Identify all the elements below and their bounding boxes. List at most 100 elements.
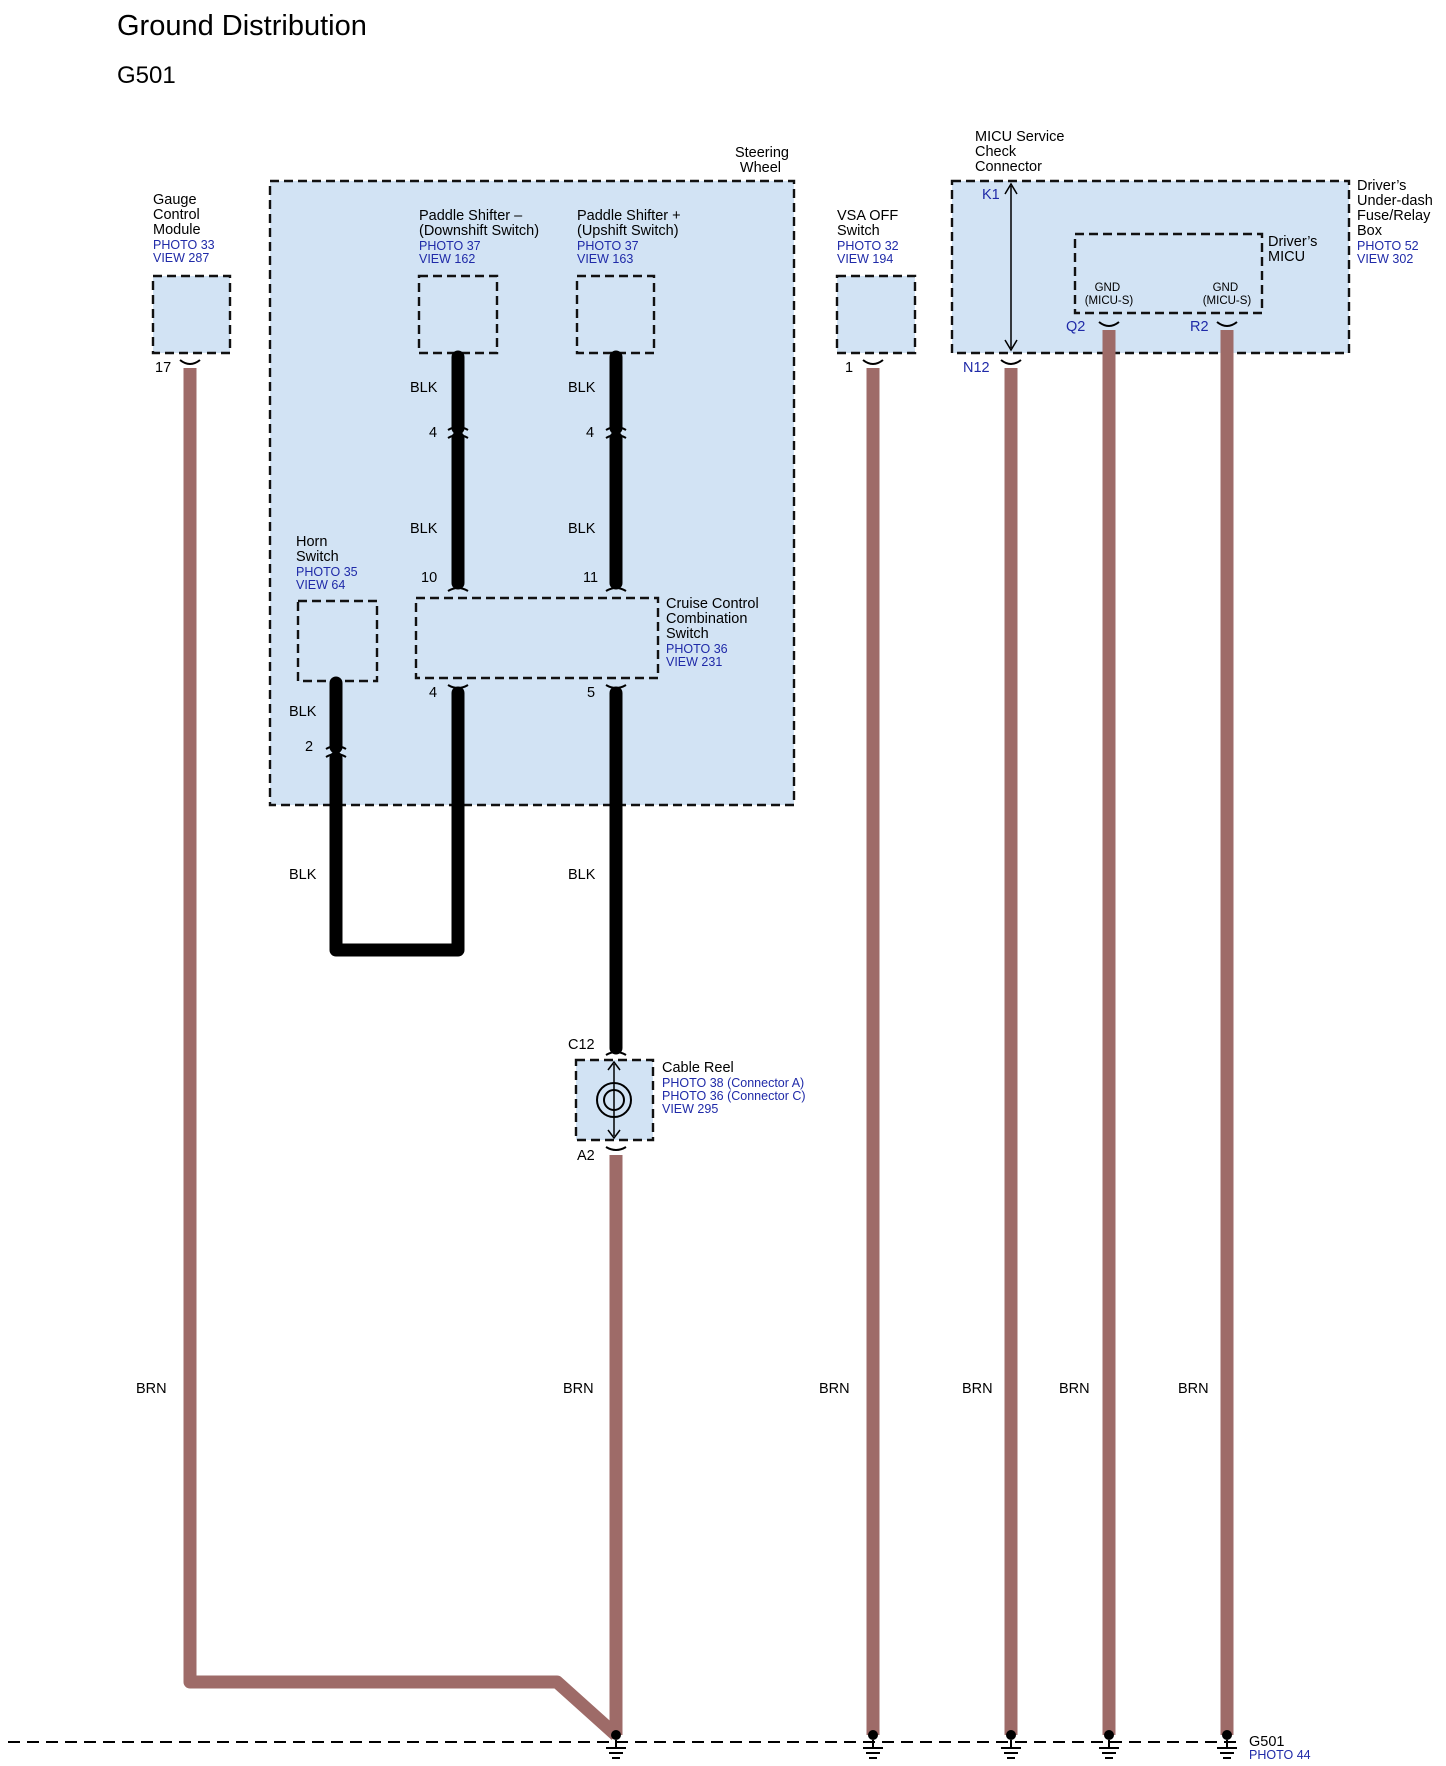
pin-k1: K1 <box>982 187 1000 203</box>
paddle-upshift-view-ref: VIEW 163 <box>577 252 633 266</box>
pin-2: 2 <box>305 739 313 755</box>
vsa-view-ref: VIEW 194 <box>837 252 893 266</box>
connector-vsa-1 <box>862 359 884 365</box>
connector-cruise-5 <box>605 684 627 689</box>
connector-cruise-11 <box>605 587 627 592</box>
cable-reel-photo-a-ref: PHOTO 38 (Connector A) <box>662 1076 804 1090</box>
brn-label: BRN <box>962 1381 993 1397</box>
gauge-photo-ref: PHOTO 33 <box>153 238 215 252</box>
wire-color-labels: BLK BLK BLK BLK BLK BLK BLK BRN BRN BRN … <box>136 380 1209 1397</box>
connector-cruise-4 <box>447 684 469 689</box>
connector-horn-2-bot <box>325 753 347 758</box>
fuse-box-view-ref: VIEW 302 <box>1357 252 1413 266</box>
paddle-downshift-label: Paddle Shifter – (Downshift Switch) <box>419 208 539 239</box>
ground-icon <box>1001 1730 1021 1759</box>
pin-r2: R2 <box>1190 319 1209 335</box>
brn-wires <box>183 330 1234 1740</box>
blk-label: BLK <box>568 380 596 396</box>
micu-gnd-r2-label: GND (MICU-S) <box>1203 282 1252 307</box>
ground-icon <box>863 1730 883 1759</box>
paddle-upshift-label: Paddle Shifter + (Upshift Switch) <box>577 208 685 239</box>
micu-service-connector-label: MICU Service Check Connector <box>975 129 1068 175</box>
brn-label: BRN <box>1178 1381 1209 1397</box>
pin-17: 17 <box>155 360 171 376</box>
blk-label: BLK <box>568 867 596 883</box>
connector-a2 <box>605 1146 627 1151</box>
pin-n12: N12 <box>963 360 990 376</box>
pin-1: 1 <box>845 360 853 376</box>
blk-wire-horn-loop <box>329 686 465 957</box>
vsa-off-switch-label: VSA OFF Switch <box>837 208 902 239</box>
ground-g501-label: G501 <box>1249 1734 1284 1750</box>
connector-q2 <box>1098 321 1120 327</box>
cable-reel-label: Cable Reel <box>662 1060 734 1076</box>
page-subtitle: G501 <box>117 62 176 89</box>
connector-paddle-up-4-bot <box>605 434 627 439</box>
pin-paddle-down-4: 4 <box>429 425 437 441</box>
blk-label: BLK <box>410 521 438 537</box>
brn-label: BRN <box>819 1381 850 1397</box>
ground-icon <box>606 1730 626 1759</box>
paddle-downshift-box <box>417 274 499 355</box>
ground-icon <box>1217 1730 1237 1759</box>
micu-gnd-q2-label: GND (MICU-S) <box>1085 282 1134 307</box>
pin-5: 5 <box>587 685 595 701</box>
horn-switch-label: Horn Switch <box>296 534 339 565</box>
connector-horn-2-top <box>325 745 347 750</box>
horn-view-ref: VIEW 64 <box>296 578 345 592</box>
pin-c12: C12 <box>568 1037 595 1053</box>
steering-wheel-label: Steering Wheel <box>735 145 793 176</box>
cruise-control-switch-box <box>414 596 660 680</box>
connector-paddle-down-4-bot <box>447 434 469 439</box>
connector-r2 <box>1216 321 1238 327</box>
connector-paddle-down-4-top <box>447 426 469 431</box>
cable-reel-view-ref: VIEW 295 <box>662 1102 718 1116</box>
pin-q2: Q2 <box>1066 319 1085 335</box>
paddle-upshift-photo-ref: PHOTO 37 <box>577 239 639 253</box>
blk-label: BLK <box>289 867 317 883</box>
paddle-downshift-view-ref: VIEW 162 <box>419 252 475 266</box>
pin-cruise-4: 4 <box>429 685 437 701</box>
paddle-upshift-box <box>575 274 656 355</box>
connector-gauge-17 <box>179 359 201 365</box>
cable-reel-spiral-icon <box>596 1060 632 1140</box>
micu-box <box>1073 232 1264 315</box>
cable-reel-photo-c-ref: PHOTO 36 (Connector C) <box>662 1089 806 1103</box>
horn-switch-box <box>296 599 379 683</box>
gauge-control-module-label: Gauge Control Module <box>153 192 204 238</box>
blk-label: BLK <box>568 521 596 537</box>
brn-wire-gauge <box>183 368 621 1740</box>
vsa-photo-ref: PHOTO 32 <box>837 239 899 253</box>
connector-c12 <box>605 1051 627 1056</box>
fuse-relay-box <box>950 179 1351 355</box>
cruise-control-switch-label: Cruise Control Combination Switch <box>666 596 763 642</box>
vsa-off-switch-box <box>835 274 917 355</box>
pin-11: 11 <box>583 570 598 586</box>
gauge-control-module-box <box>151 274 232 355</box>
pin-a2: A2 <box>577 1148 595 1164</box>
blk-wires <box>329 350 623 1055</box>
connector-n12 <box>1000 359 1022 365</box>
fuse-relay-box-label: Driver’s Under-dash Fuse/Relay Box <box>1357 178 1437 239</box>
connector-symbols <box>179 321 1238 1151</box>
blk-label: BLK <box>410 380 438 396</box>
drivers-micu-label: Driver’s MICU <box>1268 234 1321 265</box>
horn-photo-ref: PHOTO 35 <box>296 565 358 579</box>
connector-paddle-up-4-top <box>605 426 627 431</box>
brn-label: BRN <box>563 1381 594 1397</box>
cruise-photo-ref: PHOTO 36 <box>666 642 728 656</box>
ground-symbols <box>606 1730 1237 1759</box>
ground-icon <box>1099 1730 1119 1759</box>
micu-service-connector-arrow <box>1004 182 1018 352</box>
blk-label: BLK <box>289 704 317 720</box>
gauge-view-ref: VIEW 287 <box>153 251 209 265</box>
pin-10: 10 <box>421 570 437 586</box>
page-title: Ground Distribution <box>117 10 367 42</box>
ground-photo-ref: PHOTO 44 <box>1249 1748 1311 1762</box>
brn-label: BRN <box>1059 1381 1090 1397</box>
fuse-box-photo-ref: PHOTO 52 <box>1357 239 1419 253</box>
paddle-downshift-photo-ref: PHOTO 37 <box>419 239 481 253</box>
cruise-view-ref: VIEW 231 <box>666 655 722 669</box>
connector-cruise-10 <box>447 587 469 592</box>
